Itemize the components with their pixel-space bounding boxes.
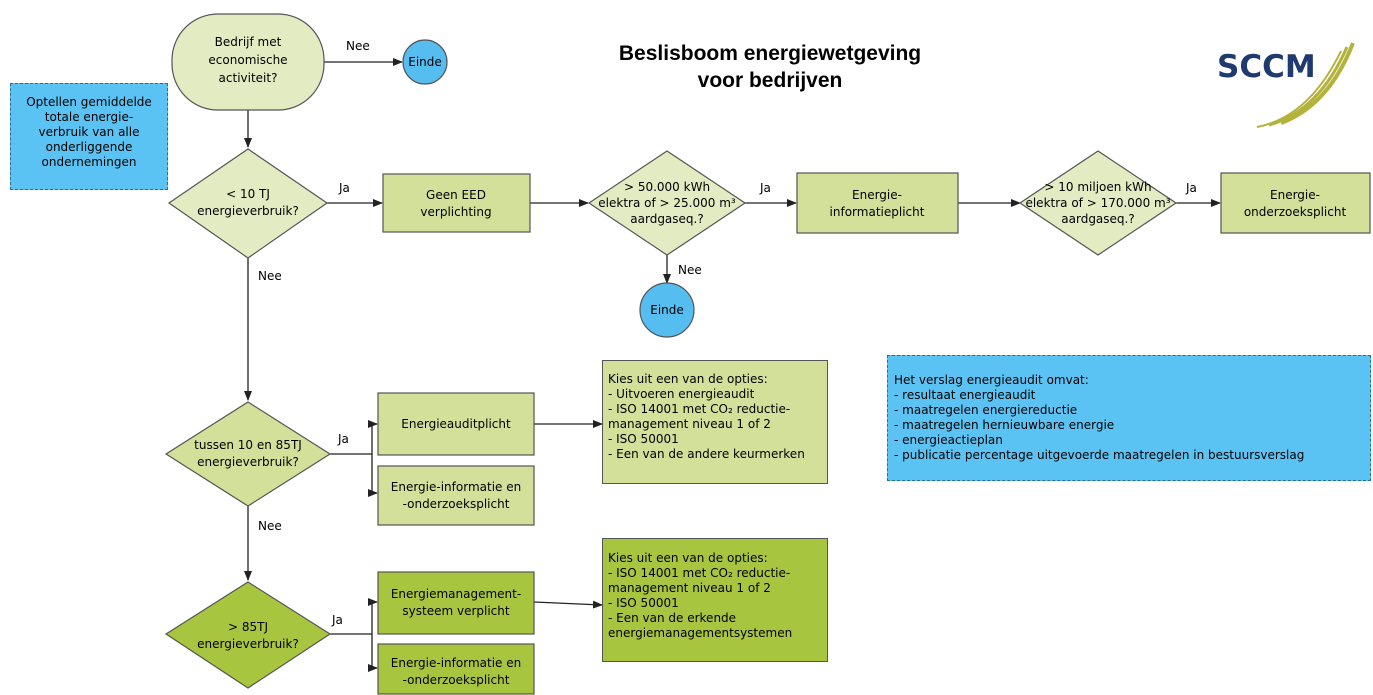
start-text-3: activiteit? bbox=[219, 71, 278, 85]
options-ems-line-1: Kies uit een van de opties: bbox=[608, 551, 768, 565]
options-audit-line-5: - ISO 50001 bbox=[608, 432, 679, 446]
label-nee-10-85: Nee bbox=[258, 519, 282, 533]
start-node bbox=[171, 13, 325, 111]
options-ems-line-3: management niveau 1 of 2 bbox=[608, 581, 771, 595]
options-audit-line-6: - Een van de andere keurmerken bbox=[608, 447, 805, 461]
q-10miljoen-text-1: > 10 miljoen kWh bbox=[1044, 180, 1151, 194]
sidenote-line-2: totale energie- bbox=[44, 110, 134, 124]
verslag-line-2: - resultaat energieaudit bbox=[894, 388, 1036, 402]
onderzoeksplicht-text-2: onderzoeksplicht bbox=[1244, 205, 1347, 219]
q-10tj-text-1: < 10 TJ bbox=[226, 187, 270, 201]
decision-10tj bbox=[167, 148, 329, 259]
info-onderzoek-box-2 bbox=[377, 643, 535, 695]
options-audit-box: Kies uit een van de opties: - Uitvoeren … bbox=[602, 360, 828, 484]
start-text-1: Bedrijf met bbox=[215, 35, 282, 49]
einde-node-1 bbox=[402, 39, 448, 85]
verslag-line-4: - maatregelen hernieuwbare energie bbox=[894, 418, 1115, 432]
informatieplicht-box bbox=[796, 172, 959, 234]
verslag-box: Het verslag energieaudit omvat: - result… bbox=[887, 355, 1371, 481]
page-title: Beslisboom energiewetgeving voor bedrijv… bbox=[560, 40, 980, 94]
logo-text: SCCM bbox=[1217, 49, 1316, 85]
decision-50000 bbox=[587, 150, 747, 256]
start-text-2: economische bbox=[208, 53, 287, 67]
options-ems-line-6: energiemanagementsystemen bbox=[608, 626, 793, 640]
info-onderzoek-2-text-1: Energie-informatie en bbox=[391, 656, 521, 670]
verslag-line-5: - energieactieplan bbox=[894, 433, 1003, 447]
label-nee-start: Nee bbox=[346, 39, 370, 53]
options-audit-line-1: Kies uit een van de opties: bbox=[608, 372, 768, 386]
sidenote-line-4: onderliggende bbox=[45, 140, 133, 154]
info-onderzoek-1-text-2: -onderzoeksplicht bbox=[403, 497, 510, 511]
q-85-text-2: energieverbruik? bbox=[197, 637, 299, 651]
logo-swoosh-1 bbox=[1280, 42, 1355, 125]
geen-eed-box bbox=[382, 173, 531, 233]
einde-node-2 bbox=[639, 282, 695, 338]
verslag-line-1: Het verslag energieaudit omvat: bbox=[894, 373, 1089, 387]
sidenote-box: Optellen gemiddelde totale energie- verb… bbox=[10, 83, 168, 190]
ems-text-2: systeem verplicht bbox=[402, 604, 509, 618]
label-ja-50000: Ja bbox=[759, 181, 771, 195]
onderzoeksplicht-text-1: Energie- bbox=[1270, 188, 1320, 202]
info-onderzoek-box-1 bbox=[377, 465, 535, 526]
logo-swoosh-2 bbox=[1268, 46, 1349, 127]
edge-ems-to-options bbox=[533, 600, 603, 609]
verslag-line-6: - publicatie percentage uitgevoerde maat… bbox=[894, 448, 1305, 462]
label-ja-10tj: Ja bbox=[338, 181, 350, 195]
q-10miljoen-text-3: aardgaseq.? bbox=[1061, 212, 1134, 226]
options-ems-box: Kies uit een van de opties: - ISO 14001 … bbox=[602, 538, 828, 662]
info-onderzoek-1-text-1: Energie-informatie en bbox=[391, 480, 521, 494]
sccm-logo: SCCM bbox=[1211, 25, 1359, 130]
geen-eed-text-1: Geen EED bbox=[426, 188, 486, 202]
info-onderzoek-2-text-2: -onderzoeksplicht bbox=[403, 673, 510, 687]
sidenote-line-5: ondernemingen bbox=[41, 155, 137, 169]
options-audit-line-4: management niveau 1 of 2 bbox=[608, 417, 771, 431]
options-ems-line-2: - ISO 14001 met CO₂ reductie- bbox=[608, 566, 791, 580]
options-ems-line-4: - ISO 50001 bbox=[608, 596, 679, 610]
sccm-logo-graphic: SCCM bbox=[1217, 42, 1355, 128]
q-10-85-text-2: energieverbruik? bbox=[197, 455, 299, 469]
options-audit-line-3: - ISO 14001 met CO₂ reductie- bbox=[608, 402, 791, 416]
auditplicht-text: Energieauditplicht bbox=[401, 417, 511, 431]
title-line-1: Beslisboom energiewetgeving bbox=[618, 42, 922, 65]
q-85-text-1: > 85TJ bbox=[228, 620, 268, 634]
auditplicht-box bbox=[377, 392, 535, 456]
q-50000-text-3: aardgaseq.? bbox=[630, 212, 703, 226]
onderzoeksplicht-box bbox=[1220, 172, 1371, 234]
q-50000-text-2: elektra of > 25.000 m³ bbox=[598, 196, 736, 210]
title-line-2: voor bedrijven bbox=[697, 69, 843, 92]
informatieplicht-text-2: informatieplicht bbox=[830, 205, 925, 219]
q-10tj-text-2: energieverbruik? bbox=[197, 204, 299, 218]
einde-label-2: Einde bbox=[650, 303, 684, 317]
verslag-line-3: - maatregelen energiereductie bbox=[894, 403, 1078, 417]
decision-85 bbox=[164, 581, 332, 689]
edge-10-85-branch-up bbox=[330, 424, 373, 455]
options-ems-line-5: - Een van de erkende bbox=[608, 611, 737, 625]
geen-eed-text-2: verplichting bbox=[420, 205, 491, 219]
sidenote-line-1: Optellen gemiddelde bbox=[26, 95, 152, 109]
q-10miljoen-text-2: elektra of > 170.000 m³ bbox=[1025, 196, 1170, 210]
label-nee-10tj: Nee bbox=[258, 269, 282, 283]
einde-label-1: Einde bbox=[408, 55, 442, 69]
sidenote-line-3: verbruik van alle bbox=[38, 125, 140, 139]
ems-text-1: Energiemanagement- bbox=[391, 587, 521, 601]
label-nee-50000: Nee bbox=[678, 263, 702, 277]
label-ja-85: Ja bbox=[331, 613, 343, 627]
decision-10-85 bbox=[164, 401, 332, 507]
q-10-85-text-1: tussen 10 en 85TJ bbox=[194, 438, 302, 452]
label-ja-10-85: Ja bbox=[337, 432, 349, 446]
informatieplicht-text-1: Energie- bbox=[852, 188, 902, 202]
logo-swoosh-3 bbox=[1256, 50, 1342, 128]
ems-verplicht-box bbox=[377, 571, 535, 635]
decision-10miljoen bbox=[1018, 150, 1178, 256]
label-ja-10miljoen: Ja bbox=[1185, 181, 1197, 195]
q-50000-text-1: > 50.000 kWh bbox=[624, 180, 710, 194]
options-audit-line-2: - Uitvoeren energieaudit bbox=[608, 387, 755, 401]
